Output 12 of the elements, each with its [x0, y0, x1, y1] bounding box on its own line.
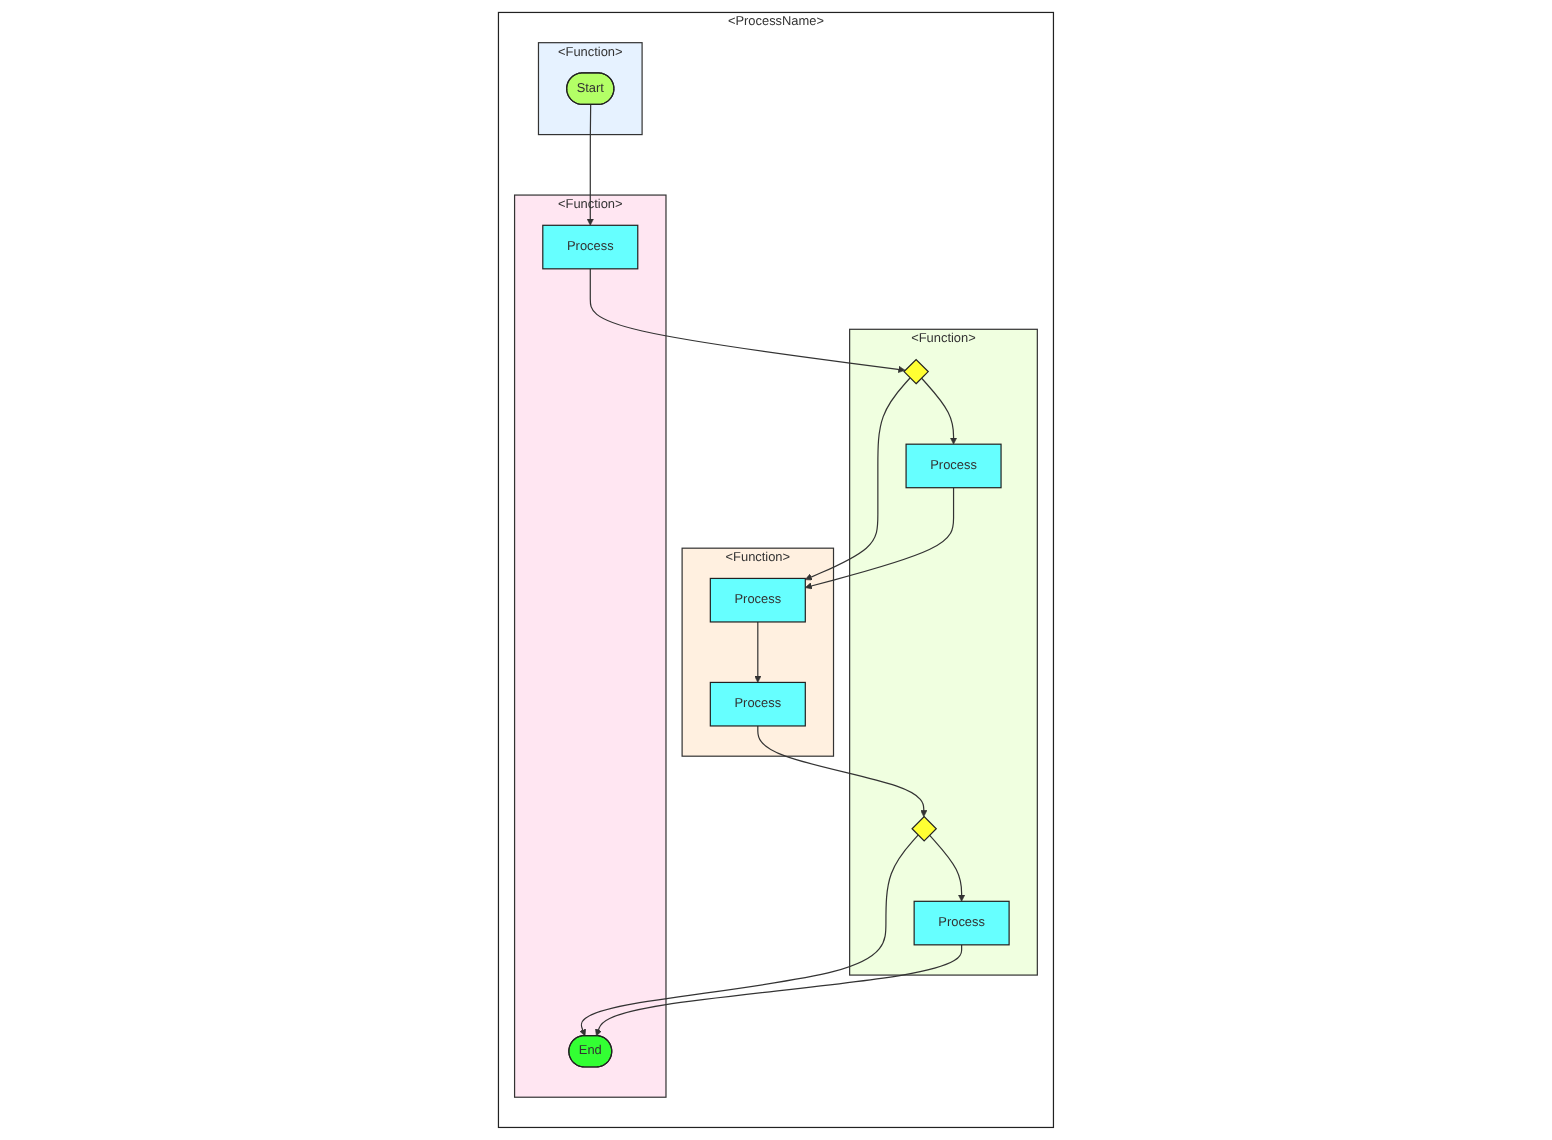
arrow — [757, 725, 928, 817]
arrow — [920, 377, 958, 445]
arrow — [589, 268, 906, 373]
arrow — [579, 834, 919, 1037]
arrow — [595, 944, 963, 1037]
arrow — [754, 621, 762, 683]
arrow — [805, 377, 911, 581]
arrow — [586, 104, 594, 226]
node-diamond — [903, 358, 930, 385]
arrow — [928, 834, 966, 902]
node-diamond — [911, 815, 938, 842]
arrow — [805, 487, 955, 590]
